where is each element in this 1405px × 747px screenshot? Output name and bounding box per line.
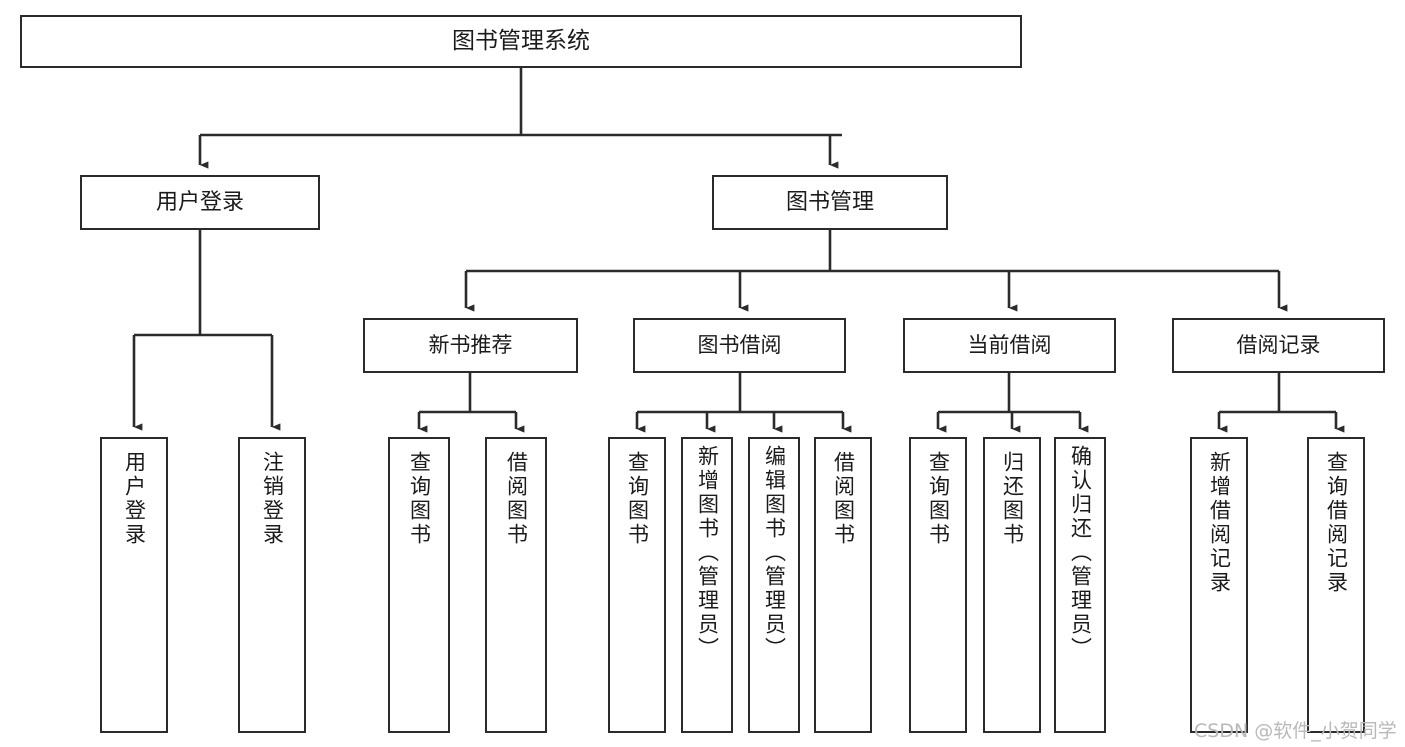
node-label: 归还图书 <box>1000 451 1025 547</box>
node-leaf-query-borrow-record[interactable]: 查询借阅记录 <box>1307 437 1365 733</box>
node-leaf-return-book[interactable]: 归还图书 <box>983 437 1041 733</box>
node-leaf-query-book-current[interactable]: 查询图书 <box>909 437 967 733</box>
node-leaf-query-book-borrow[interactable]: 查询图书 <box>608 437 666 733</box>
node-borrow-record[interactable]: 借阅记录 <box>1172 318 1385 373</box>
node-book-borrow[interactable]: 图书借阅 <box>633 318 846 373</box>
node-label: 借阅图书 <box>831 451 856 547</box>
node-leaf-add-book[interactable]: 新增图书（管理员） <box>681 437 733 733</box>
csdn-watermark: CSDN @软件_小贺同学 <box>1194 720 1397 742</box>
node-label: 图书管理系统 <box>452 27 590 54</box>
node-label: 借阅记录 <box>1236 333 1321 358</box>
node-label: 查询借阅记录 <box>1324 451 1349 595</box>
node-label: 借阅图书 <box>504 451 529 547</box>
node-user-login[interactable]: 用户登录 <box>80 175 320 230</box>
node-root-system[interactable]: 图书管理系统 <box>20 15 1022 68</box>
node-label: 查询图书 <box>625 451 650 547</box>
node-book-manage[interactable]: 图书管理 <box>712 175 948 230</box>
node-label: 确认归还（管理员） <box>1068 445 1093 661</box>
node-leaf-edit-book[interactable]: 编辑图书（管理员） <box>748 437 800 733</box>
node-label: 图书管理 <box>785 189 874 215</box>
node-leaf-logout[interactable]: 注销登录 <box>238 437 306 733</box>
node-leaf-user-login[interactable]: 用户登录 <box>100 437 168 733</box>
node-label: 新增图书（管理员） <box>695 445 720 661</box>
node-leaf-add-borrow-record[interactable]: 新增借阅记录 <box>1190 437 1248 733</box>
node-new-book-recommend[interactable]: 新书推荐 <box>363 318 578 373</box>
node-label: 用户登录 <box>155 189 244 215</box>
node-label: 查询图书 <box>407 451 432 547</box>
node-label: 注销登录 <box>260 451 285 547</box>
node-label: 用户登录 <box>122 451 147 547</box>
node-leaf-confirm-return[interactable]: 确认归还（管理员） <box>1054 437 1106 733</box>
node-label: 新书推荐 <box>428 333 513 358</box>
node-leaf-query-book-recommend[interactable]: 查询图书 <box>388 437 450 733</box>
node-leaf-borrow-book-recommend[interactable]: 借阅图书 <box>485 437 547 733</box>
node-label: 新增借阅记录 <box>1207 451 1232 595</box>
node-current-borrow[interactable]: 当前借阅 <box>903 318 1116 373</box>
node-label: 查询图书 <box>926 451 951 547</box>
node-label: 图书借阅 <box>697 333 782 358</box>
node-label: 编辑图书（管理员） <box>762 445 787 661</box>
node-leaf-borrow-book[interactable]: 借阅图书 <box>814 437 872 733</box>
node-label: 当前借阅 <box>967 333 1052 358</box>
